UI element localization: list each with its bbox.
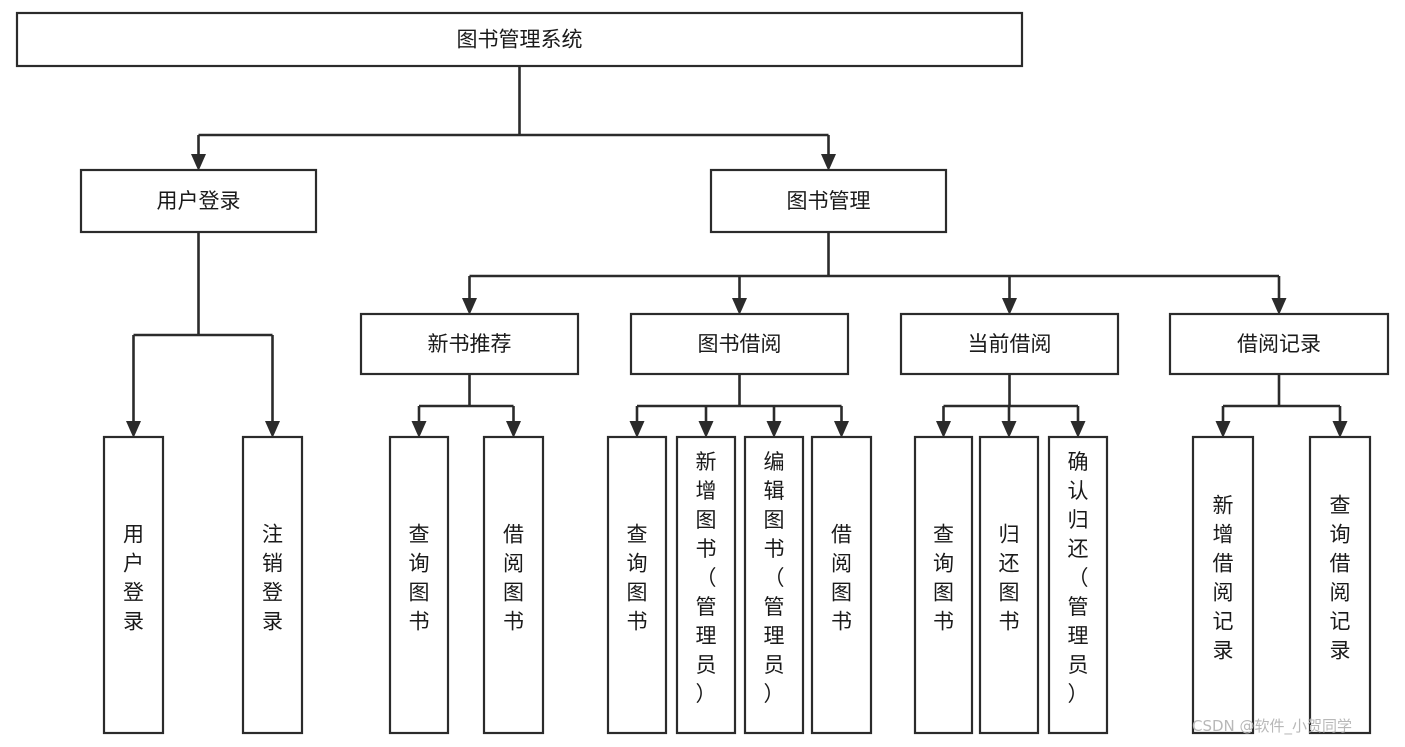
edges-from-new-book-rec: [411, 374, 521, 438]
node-box: [1308, 435, 1372, 735]
node-box: [79, 168, 318, 234]
node-box: [675, 435, 737, 735]
node-box: [743, 435, 805, 735]
arrow-head-icon: [821, 154, 836, 171]
node-book-manage[interactable]: 图书管理: [709, 168, 948, 234]
node-leaf-return-book[interactable]: 归还图书: [978, 435, 1040, 735]
arrow-head-icon: [126, 421, 141, 438]
arrow-head-icon: [629, 421, 645, 438]
arrow-head-icon: [265, 421, 280, 438]
node-label: 确认归还（管理员）: [1068, 450, 1089, 706]
arrow-head-icon: [698, 421, 714, 438]
node-label: 编辑图书（管理员）: [764, 450, 785, 706]
edges-from-borrow-record: [1215, 374, 1348, 438]
node-box: [241, 435, 304, 735]
node-label: 新增图书（管理员）: [696, 450, 717, 706]
node-box: [978, 435, 1040, 735]
node-box: [15, 11, 1024, 68]
node-root[interactable]: 图书管理系统: [15, 11, 1024, 68]
node-label: 借阅记录: [1237, 332, 1321, 356]
node-leaf-query-book-3[interactable]: 查询图书: [913, 435, 974, 735]
node-label: 查询图书: [409, 523, 430, 634]
node-leaf-query-book-2[interactable]: 查询图书: [606, 435, 668, 735]
arrow-head-icon: [1215, 421, 1231, 438]
node-leaf-borrow-book-2[interactable]: 借阅图书: [810, 435, 873, 735]
node-box: [482, 435, 545, 735]
node-label: 查询借阅记录: [1330, 494, 1351, 663]
arrow-head-icon: [1271, 298, 1287, 315]
edges-from-book-manage: [462, 232, 1287, 315]
node-box: [899, 312, 1120, 376]
node-leaf-confirm-return[interactable]: 确认归还（管理员）: [1047, 435, 1109, 735]
node-label: 注销登录: [262, 523, 283, 634]
edge-layer: [126, 66, 1348, 438]
node-label: 新书推荐: [428, 332, 512, 356]
node-borrow-record[interactable]: 借阅记录: [1168, 312, 1390, 376]
node-box: [1047, 435, 1109, 735]
arrow-head-icon: [1001, 421, 1017, 438]
node-leaf-query-book-1[interactable]: 查询图书: [388, 435, 450, 735]
node-box: [388, 435, 450, 735]
node-box: [606, 435, 668, 735]
edges-from-book-borrow: [629, 374, 849, 438]
node-new-book-rec[interactable]: 新书推荐: [359, 312, 580, 376]
node-box: [810, 435, 873, 735]
node-label: 借阅图书: [831, 523, 852, 634]
arrow-head-icon: [1070, 421, 1086, 438]
node-box: [1191, 435, 1255, 735]
node-layer: 图书管理系统用户登录图书管理新书推荐图书借阅当前借阅借阅记录用户登录注销登录查询…: [15, 11, 1390, 735]
node-box: [359, 312, 580, 376]
arrow-head-icon: [732, 298, 747, 315]
node-user-login[interactable]: 用户登录: [79, 168, 318, 234]
node-leaf-add-book[interactable]: 新增图书（管理员）: [675, 435, 737, 735]
node-leaf-user-login[interactable]: 用户登录: [102, 435, 165, 735]
arrow-head-icon: [191, 154, 206, 171]
edges-from-current-borrow: [936, 374, 1086, 438]
node-leaf-borrow-book-1[interactable]: 借阅图书: [482, 435, 545, 735]
node-label: 借阅图书: [503, 523, 524, 634]
node-box: [709, 168, 948, 234]
node-label: 归还图书: [999, 523, 1020, 634]
edges-from-user-login: [126, 232, 280, 438]
arrow-head-icon: [834, 421, 849, 438]
node-label: 当前借阅: [968, 332, 1052, 356]
node-box: [629, 312, 850, 376]
arrow-head-icon: [411, 421, 427, 438]
node-label: 新增借阅记录: [1213, 494, 1234, 663]
node-label: 图书管理系统: [457, 28, 583, 52]
node-label: 用户登录: [123, 523, 144, 634]
node-label: 图书借阅: [698, 332, 782, 356]
edges-from-root: [191, 66, 836, 171]
node-leaf-edit-book[interactable]: 编辑图书（管理员）: [743, 435, 805, 735]
node-box: [1168, 312, 1390, 376]
arrow-head-icon: [1002, 298, 1017, 315]
arrow-head-icon: [506, 421, 521, 438]
arrow-head-icon: [1332, 421, 1348, 438]
node-leaf-query-record[interactable]: 查询借阅记录: [1308, 435, 1372, 735]
arrow-head-icon: [936, 421, 951, 438]
node-leaf-logout[interactable]: 注销登录: [241, 435, 304, 735]
node-label: 图书管理: [787, 189, 871, 213]
node-label: 用户登录: [157, 189, 241, 213]
arrow-head-icon: [766, 421, 782, 438]
node-book-borrow[interactable]: 图书借阅: [629, 312, 850, 376]
node-label: 查询图书: [627, 523, 648, 634]
node-box: [102, 435, 165, 735]
arrow-head-icon: [462, 298, 477, 315]
node-leaf-add-record[interactable]: 新增借阅记录: [1191, 435, 1255, 735]
node-label: 查询图书: [933, 523, 954, 634]
node-box: [913, 435, 974, 735]
node-current-borrow[interactable]: 当前借阅: [899, 312, 1120, 376]
